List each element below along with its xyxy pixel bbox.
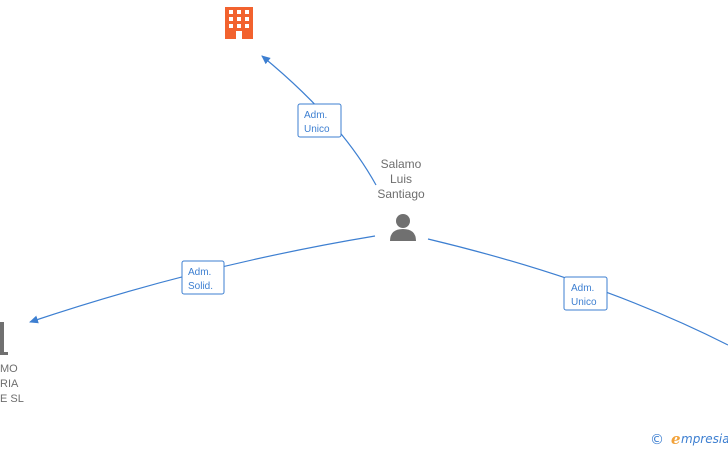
brand-watermark: © e mpresia [650,430,728,448]
relation-label-line: Unico [304,124,330,135]
relation-label-line: Adm. [571,283,594,294]
company-node-top[interactable] [225,7,253,39]
person-node[interactable]: Salamo Luis Santiago [377,157,425,241]
person-name-line: Luis [390,172,412,186]
person-name-line: Salamo [381,157,422,171]
brand-initial: e [671,430,681,448]
person-name-line: Santiago [377,187,425,201]
relation-label-left[interactable]: Adm. Solid. [181,260,225,295]
company-node-left[interactable]: MO RIA E SL [0,322,24,405]
company-name-line: RIA [0,378,19,390]
relation-label-right[interactable]: Adm. Unico [563,276,608,311]
building-icon [225,7,253,39]
relation-label-line: Unico [571,297,597,308]
relation-label-line: Solid. [188,281,213,292]
person-icon [390,214,416,241]
relation-label-line: Adm. [304,110,327,121]
company-name-line: E SL [0,393,24,405]
relation-label-top[interactable]: Adm. Unico [297,103,342,138]
relation-label-line: Adm. [188,267,211,278]
copyright-icon: © [650,432,664,448]
company-name-line: MO [0,363,18,375]
brand-name: mpresia [681,432,728,446]
building-icon [0,322,8,355]
